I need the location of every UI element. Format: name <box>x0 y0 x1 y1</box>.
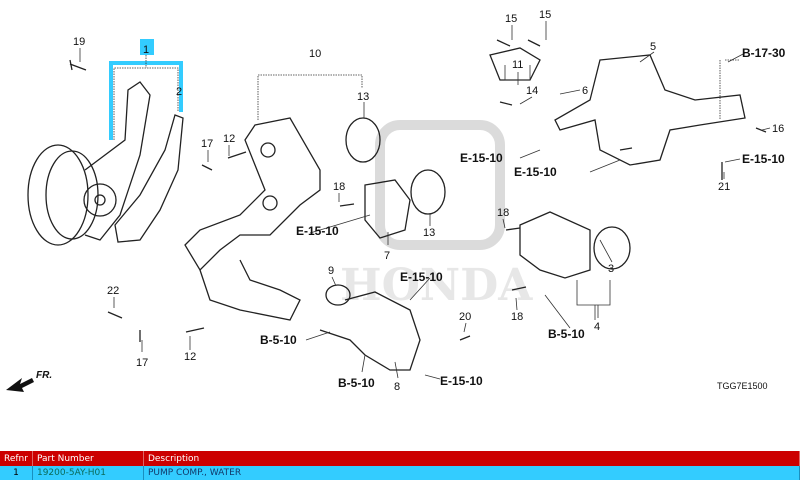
parts-diagram: HONDA 19 1 2 10 13 <box>6 9 786 393</box>
ref-b-5-10[interactable]: B-5-10 <box>338 376 375 390</box>
parts-table: Refnr Part Number Description 1 19200-5A… <box>0 451 800 480</box>
thermostat-part[interactable] <box>489 47 541 81</box>
ref-e-15-10[interactable]: E-15-10 <box>296 224 339 238</box>
callout-17[interactable]: 17 <box>136 357 148 369</box>
callout-10[interactable]: 10 <box>309 48 321 60</box>
bolt-part[interactable] <box>69 59 87 71</box>
callout-18[interactable]: 18 <box>333 181 345 193</box>
ref-b-17-30[interactable]: B-17-30 <box>742 46 786 60</box>
front-arrow-icon <box>6 378 34 392</box>
callout-20[interactable]: 20 <box>459 311 471 323</box>
o-ring-part[interactable] <box>410 169 446 215</box>
ref-e-15-10[interactable]: E-15-10 <box>440 374 483 388</box>
ref-e-15-10[interactable]: E-15-10 <box>742 152 785 166</box>
diagram-code: TGG7E1500 <box>717 381 768 391</box>
cell-description: PUMP COMP., WATER <box>143 466 800 480</box>
o-ring-part[interactable] <box>345 117 381 163</box>
water-outlet-part[interactable] <box>554 54 746 166</box>
bracket-part[interactable] <box>184 117 321 321</box>
ref-b-5-10[interactable]: B-5-10 <box>548 327 585 341</box>
callout-13[interactable]: 13 <box>423 227 435 239</box>
callout-18[interactable]: 18 <box>497 207 509 219</box>
callout-19: 19 <box>73 36 85 48</box>
fastener-parts <box>107 39 767 342</box>
callout-14[interactable]: 14 <box>526 85 538 97</box>
outlet-part[interactable] <box>364 179 411 239</box>
callout-15[interactable]: 15 <box>539 9 551 21</box>
callout-5[interactable]: 5 <box>650 41 656 53</box>
callout-1[interactable]: 1 <box>143 44 149 56</box>
ref-b-5-10[interactable]: B-5-10 <box>260 333 297 347</box>
callout-17[interactable]: 17 <box>201 138 213 150</box>
callout-7[interactable]: 7 <box>384 250 390 262</box>
callout-21[interactable]: 21 <box>718 181 730 193</box>
callout-8[interactable]: 8 <box>394 381 400 393</box>
callout-12[interactable]: 12 <box>184 351 196 363</box>
cell-refnr: 1 <box>0 466 33 480</box>
callout-11[interactable]: 11 <box>512 59 523 71</box>
thermostat-case-part[interactable] <box>519 211 591 279</box>
table-row[interactable]: 1 19200-5AY-H01 PUMP COMP., WATER <box>0 466 800 480</box>
header-refnr[interactable]: Refnr <box>0 451 33 466</box>
inlet-part[interactable] <box>319 291 421 371</box>
header-part-number[interactable]: Part Number <box>32 451 144 466</box>
svg-text:HONDA: HONDA <box>340 260 533 311</box>
cell-part-number: 19200-5AY-H01 <box>32 466 144 480</box>
highlight-box <box>140 39 154 55</box>
callout-12[interactable]: 12 <box>223 133 235 145</box>
callout-16[interactable]: 16 <box>772 123 784 135</box>
callout-4[interactable]: 4 <box>594 321 600 333</box>
front-label: FR. <box>36 370 52 381</box>
callout-2[interactable]: 2 <box>176 86 182 98</box>
ref-e-15-10[interactable]: E-15-10 <box>400 270 443 284</box>
header-description[interactable]: Description <box>143 451 800 466</box>
honda-watermark: HONDA <box>340 120 533 311</box>
callout-15[interactable]: 15 <box>505 13 517 25</box>
callout-18[interactable]: 18 <box>511 311 523 323</box>
callout-13[interactable]: 13 <box>357 91 369 103</box>
ref-e-15-10[interactable]: E-15-10 <box>460 151 503 165</box>
o-ring-part[interactable] <box>325 284 351 306</box>
o-ring-part[interactable] <box>593 226 631 270</box>
table-header-row: Refnr Part Number Description <box>0 451 800 466</box>
ref-e-15-10[interactable]: E-15-10 <box>514 165 557 179</box>
gasket-part[interactable] <box>114 114 184 243</box>
water-pump-part[interactable] <box>27 81 151 246</box>
callout-22[interactable]: 22 <box>107 285 119 297</box>
callout-6[interactable]: 6 <box>582 85 588 97</box>
callout-9[interactable]: 9 <box>328 265 334 277</box>
callout-3[interactable]: 3 <box>608 263 614 275</box>
